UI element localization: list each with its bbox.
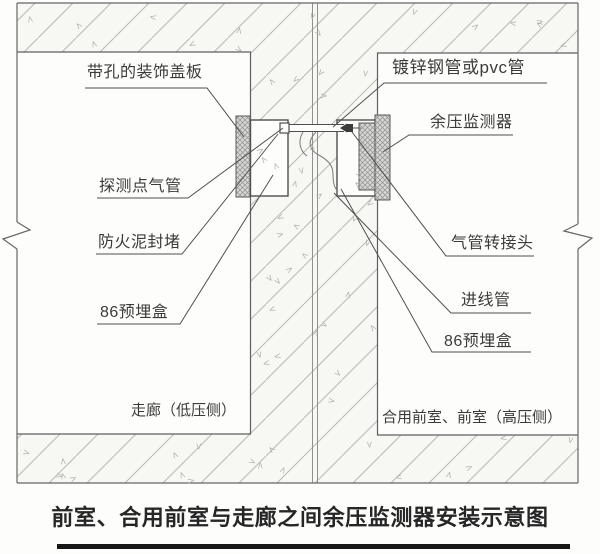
tube-fitting-shape xyxy=(279,122,290,134)
leader-detection-tube xyxy=(97,127,284,199)
leader-cover-plate xyxy=(85,87,245,138)
title-underline-bar xyxy=(57,544,570,549)
room-corridor xyxy=(17,52,251,434)
label-tube-adapter: 气管转接头 xyxy=(451,235,534,252)
room-anteroom-outline xyxy=(376,52,578,436)
diagram-title: 前室、合用前室与走廊之间余压监测器安装示意图 xyxy=(51,505,549,530)
label-fire-mud-seal: 防火泥封堵 xyxy=(98,234,181,251)
wall-joint-lines xyxy=(312,3,318,483)
leader-pressure-monitor xyxy=(382,134,513,153)
diagram-border xyxy=(1,2,594,484)
leader-fire-mud xyxy=(96,133,279,255)
leader-embed-box-left xyxy=(97,174,274,325)
break-symbol-right xyxy=(562,223,594,250)
label-embed-box-right: 86预埋盒 xyxy=(444,333,513,350)
label-corridor-room: 走廊（低压侧） xyxy=(131,402,237,419)
label-embed-box-left: 86预埋盒 xyxy=(100,304,169,321)
leader-inlet-conduit xyxy=(333,192,531,314)
pipe-shape xyxy=(281,124,344,132)
room-anteroom xyxy=(377,53,578,435)
room-corridor-outline xyxy=(17,51,252,435)
label-cover-plate: 带孔的装饰盖板 xyxy=(87,64,203,81)
leader-galvanized-pipe xyxy=(332,82,547,128)
tube-adapter-shape xyxy=(340,123,361,133)
label-pressure-monitor: 余压监测器 xyxy=(430,114,513,131)
break-symbol-left xyxy=(1,221,32,250)
monitor-plate-shape xyxy=(374,114,391,201)
leader-tube-adapter xyxy=(351,131,534,257)
label-detection-tube: 探测点气管 xyxy=(99,178,182,195)
tube-curves xyxy=(299,131,339,192)
leader-lines xyxy=(85,82,547,353)
leader-embed-box-right xyxy=(340,188,531,353)
label-anteroom: 合用前室、前室（高压侧） xyxy=(382,409,563,426)
label-galvanized-pipe: 镀锌钢管或pvc管 xyxy=(392,58,525,77)
cover-plate-shape xyxy=(235,115,251,198)
label-inlet-conduit: 进线管 xyxy=(461,292,511,309)
